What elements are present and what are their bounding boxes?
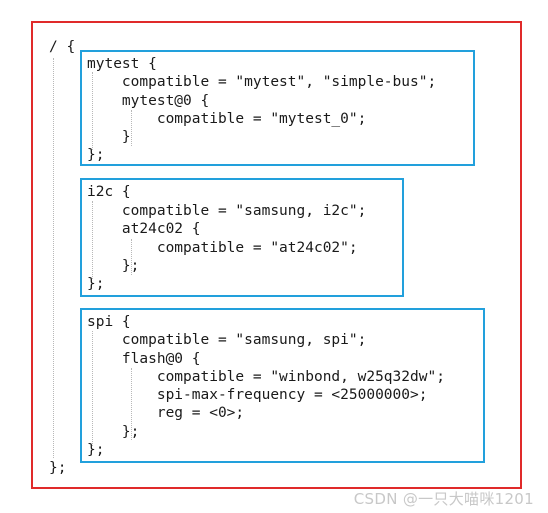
root-node-close: }; xyxy=(49,460,67,476)
watermark: CSDN @一只大喵咪1201 xyxy=(353,490,534,508)
i2c-node-line: i2c { xyxy=(87,184,131,200)
spi-child-indent-guide xyxy=(131,368,132,440)
root-indent-guide xyxy=(53,58,54,458)
mytest-child-close-line: } xyxy=(87,129,131,145)
root-node-open: / { xyxy=(49,39,76,55)
spi-indent-guide xyxy=(92,331,93,446)
mytest-indent-guide xyxy=(92,72,93,150)
mytest-compatible-line: compatible = "mytest", "simple-bus"; xyxy=(87,74,437,90)
spi-child-node-line: flash@0 { xyxy=(87,351,201,367)
spi-node-line: spi { xyxy=(87,314,131,330)
i2c-child-compatible-line: compatible = "at24c02"; xyxy=(87,240,358,256)
mytest-child-indent-guide xyxy=(131,110,132,146)
mytest-child-compatible-line: compatible = "mytest_0"; xyxy=(87,111,367,127)
i2c-child-node-line: at24c02 { xyxy=(87,221,201,237)
i2c-node-frame xyxy=(80,178,404,297)
spi-child-reg-line: reg = <0>; xyxy=(87,405,245,421)
spi-child-compatible-line: compatible = "winbond, w25q32dw"; xyxy=(87,369,445,385)
spi-child-frequency-line: spi-max-frequency = <25000000>; xyxy=(87,387,428,403)
mytest-node-line: mytest { xyxy=(87,56,157,72)
i2c-child-indent-guide xyxy=(131,239,132,275)
i2c-child-close-line: }; xyxy=(87,258,140,274)
i2c-indent-guide xyxy=(92,201,93,279)
mytest-node-close-line: }; xyxy=(87,147,105,163)
i2c-node-close-line: }; xyxy=(87,276,105,292)
spi-child-close-line: }; xyxy=(87,424,140,440)
mytest-node-frame xyxy=(80,50,475,166)
spi-node-close-line: }; xyxy=(87,442,105,458)
mytest-child-node-line: mytest@0 { xyxy=(87,93,210,109)
root-node-frame xyxy=(31,21,522,489)
spi-compatible-line: compatible = "samsung, spi"; xyxy=(87,332,367,348)
i2c-compatible-line: compatible = "samsung, i2c"; xyxy=(87,203,367,219)
spi-node-frame xyxy=(80,308,485,463)
